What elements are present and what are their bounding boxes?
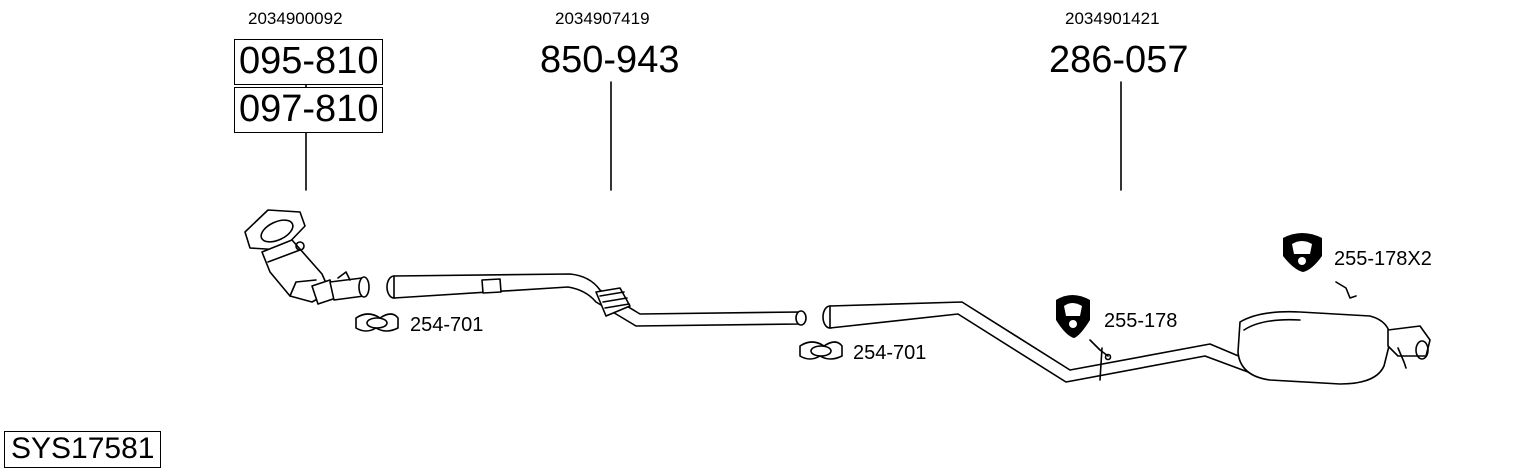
catalyst-oem-number: 2034900092 (248, 9, 343, 28)
middle-pipe (386, 273, 807, 327)
catalyst-part-number-b: 097-810 (234, 87, 384, 133)
rubber-mount-label-1: 255-178 (1104, 310, 1178, 332)
clamp-icon-1 (355, 313, 399, 332)
rear-silencer-assembly (822, 281, 1431, 385)
rear-silencer-oem-number: 2034901421 (1065, 9, 1160, 28)
clamp-label-1: 254-701 (410, 314, 484, 336)
system-code-badge: SYS17581 (4, 431, 162, 468)
rubber-mount-icon-2 (1283, 233, 1322, 272)
middle-pipe-oem-number: 2034907419 (555, 9, 650, 28)
rear-silencer-part-number: 286-057 (1049, 39, 1189, 81)
middle-pipe-part-number: 850-943 (540, 39, 680, 81)
rubber-mount-label-2: 255-178X2 (1334, 248, 1432, 270)
catalyst-part-number-a: 095-810 (234, 39, 384, 85)
clamp-icon-2 (799, 341, 843, 360)
clamp-label-2: 254-701 (853, 342, 927, 364)
catalyst-converter (244, 209, 370, 305)
rubber-mount-icon-1 (1056, 295, 1090, 338)
